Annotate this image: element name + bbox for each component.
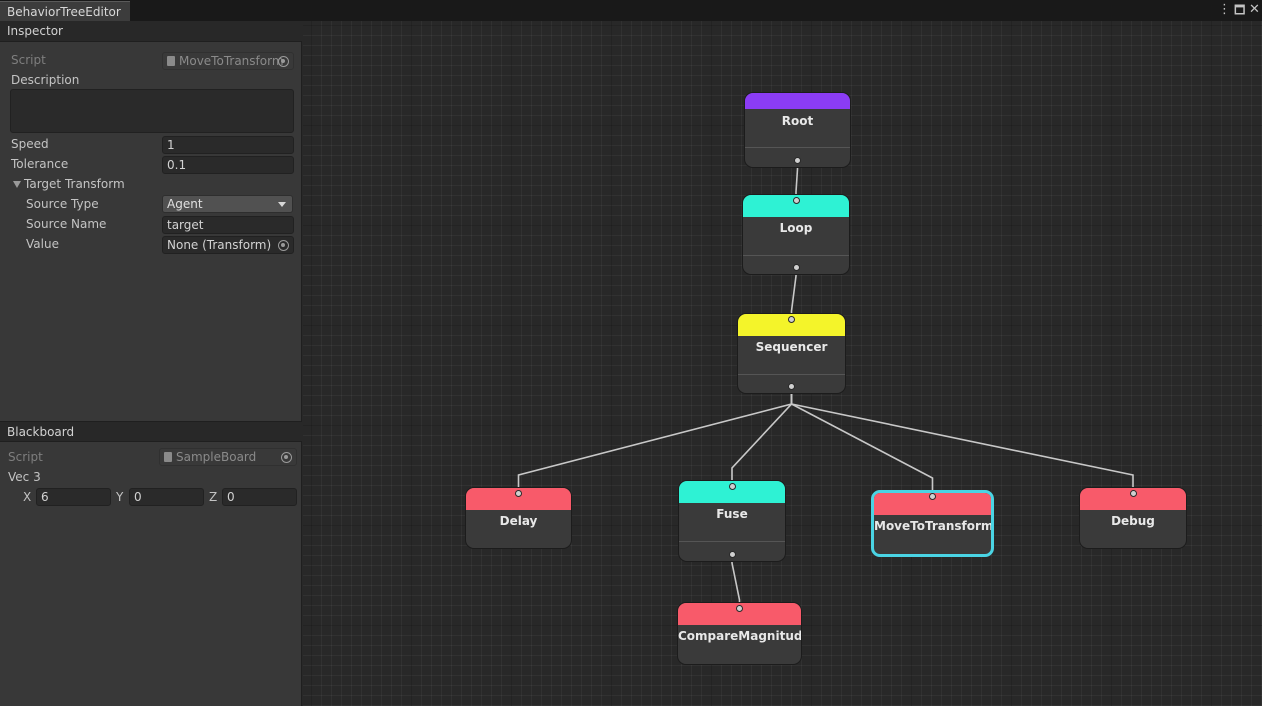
node-title: Loop (779, 221, 813, 235)
source-name-label: Source Name (26, 217, 107, 231)
tab-behavior-tree-editor[interactable]: BehaviorTreeEditor (0, 1, 130, 21)
node-separator (745, 147, 850, 148)
node-header-bar (679, 481, 785, 503)
window-tab-bar: BehaviorTreeEditor ⋮ 🗖 ✕ (0, 0, 1262, 21)
output-port-icon[interactable] (728, 551, 736, 558)
edge-fuse-comparemagnitude (731, 555, 741, 608)
inspector-script-field[interactable]: MoveToTransform (162, 52, 294, 70)
node-header-bar (738, 314, 845, 336)
object-picker-icon[interactable] (281, 452, 292, 463)
node-header-bar (466, 488, 571, 510)
maximize-icon[interactable]: 🗖 (1234, 3, 1246, 17)
node-separator (743, 255, 849, 256)
speed-input[interactable]: 1 (162, 136, 294, 154)
node-header-bar (1080, 488, 1186, 510)
blackboard-script-value: SampleBoard (176, 450, 257, 464)
node-title: Sequencer (755, 340, 828, 354)
node-delay[interactable]: Delay (465, 487, 572, 549)
script-file-icon (167, 56, 175, 66)
script-file-icon (164, 452, 172, 462)
node-title: Fuse (716, 507, 748, 521)
vec3-z-label: Z (209, 490, 218, 504)
input-port-icon[interactable] (728, 483, 736, 490)
node-loop[interactable]: Loop (742, 194, 850, 275)
input-port-icon[interactable] (736, 605, 743, 612)
node-title: MoveToTransform (874, 519, 994, 533)
node-title: Debug (1111, 514, 1155, 528)
output-port-icon[interactable] (794, 157, 801, 164)
vec3-x-label: X (23, 490, 32, 504)
node-header-bar (874, 493, 991, 515)
edge-sequencer-debug (790, 387, 1134, 493)
close-icon[interactable]: ✕ (1249, 2, 1260, 17)
source-type-dropdown[interactable]: Agent (162, 195, 293, 213)
output-port-icon[interactable] (792, 264, 800, 271)
left-panel: Inspector Script MoveToTransform Descrip… (0, 21, 302, 706)
edge-sequencer-movetotransform (790, 387, 934, 496)
value-object-field[interactable]: None (Transform) (162, 236, 294, 254)
node-header-bar (745, 93, 850, 109)
edge-sequencer-delay (517, 387, 793, 493)
description-label: Description (11, 73, 80, 87)
inspector-header: Inspector (0, 21, 302, 42)
description-textarea[interactable] (10, 89, 294, 133)
inspector-script-value: MoveToTransform (179, 54, 284, 68)
tolerance-label: Tolerance (11, 157, 69, 171)
node-sequencer[interactable]: Sequencer (737, 313, 846, 394)
blackboard-script-label: Script (8, 450, 43, 464)
source-type-value: Agent (167, 197, 203, 211)
source-name-input[interactable]: target (162, 216, 294, 234)
target-transform-label[interactable]: Target Transform (24, 177, 125, 191)
vec3-x-input[interactable]: 6 (36, 488, 111, 506)
input-port-icon[interactable] (515, 490, 522, 497)
more-menu-icon[interactable]: ⋮ (1218, 2, 1231, 17)
node-movetotransform[interactable]: MoveToTransform (871, 490, 994, 557)
object-picker-icon[interactable] (278, 56, 289, 67)
node-header-bar (743, 195, 849, 217)
graph-edges (517, 161, 1134, 608)
tolerance-input[interactable]: 0.1 (162, 156, 294, 174)
input-port-icon[interactable] (1129, 490, 1137, 497)
blackboard-header: Blackboard (0, 421, 302, 442)
value-label: Value (26, 237, 59, 251)
value-object-text: None (Transform) (167, 238, 272, 252)
vec3-label: Vec 3 (8, 470, 41, 484)
node-title: Root (781, 114, 814, 128)
vec3-z-input[interactable]: 0 (222, 488, 297, 506)
node-separator (738, 374, 845, 375)
object-picker-icon[interactable] (278, 240, 289, 251)
input-port-icon[interactable] (929, 493, 936, 500)
vec3-y-input[interactable]: 0 (129, 488, 204, 506)
node-title: Delay (499, 514, 538, 528)
node-separator (679, 541, 785, 542)
foldout-arrow-icon[interactable] (13, 181, 21, 188)
node-root[interactable]: Root (744, 92, 851, 168)
node-debug[interactable]: Debug (1079, 487, 1187, 549)
speed-label: Speed (11, 137, 49, 151)
dropdown-arrow-icon (278, 202, 286, 207)
vec3-y-label: Y (116, 490, 124, 504)
inspector-script-label: Script (11, 53, 46, 67)
input-port-icon[interactable] (792, 197, 800, 204)
input-port-icon[interactable] (788, 316, 795, 323)
node-title: CompareMagnitude (678, 629, 802, 643)
output-port-icon[interactable] (788, 383, 795, 390)
node-header-bar (678, 603, 801, 625)
edge-loop-sequencer (790, 268, 797, 319)
node-fuse[interactable]: Fuse (678, 480, 786, 562)
edge-sequencer-fuse (731, 387, 793, 486)
blackboard-script-field[interactable]: SampleBoard (159, 448, 297, 466)
source-type-label: Source Type (26, 197, 99, 211)
node-comparemagnitude[interactable]: CompareMagnitude (677, 602, 802, 665)
